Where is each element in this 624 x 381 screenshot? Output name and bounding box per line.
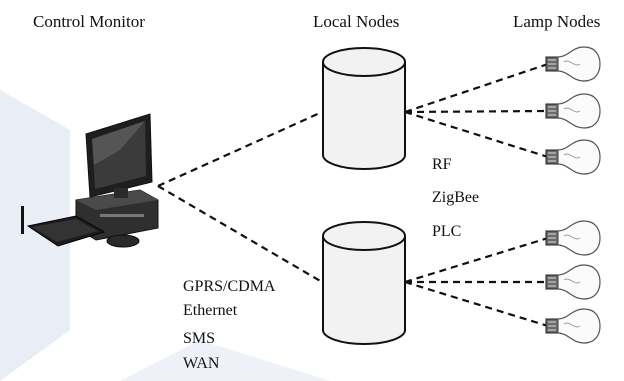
link-node2-lamp1: [404, 236, 549, 284]
cylinder-node-icon: [322, 221, 406, 345]
protocol-plc: PLC: [432, 223, 462, 240]
link-node1-lamp1: [404, 62, 549, 114]
local-nodes-header: Local Nodes: [313, 12, 400, 31]
protocol-rf: RF: [432, 156, 452, 173]
light-bulb-icon: [545, 139, 601, 175]
link-monitor-to-node-2: [157, 185, 323, 283]
link-node2-lamp3: [404, 280, 549, 328]
background-shape-bottom: [120, 340, 330, 381]
lamp-nodes-header: Lamp Nodes: [513, 12, 601, 31]
link-monitor-to-node-1: [157, 110, 323, 188]
link-node1-lamp3: [404, 110, 549, 159]
light-bulb-icon: [545, 46, 601, 82]
lamp-links: [404, 62, 549, 328]
light-bulb-icon: [545, 220, 601, 256]
backhaul-links: [157, 110, 323, 283]
background-shape-left: [0, 90, 70, 381]
protocol-wan: WAN: [183, 355, 220, 372]
protocol-zigbee: ZigBee: [432, 189, 480, 206]
cylinder-node-icon: [322, 47, 406, 170]
local-node-2: [322, 221, 406, 345]
light-bulb-icon: [545, 264, 601, 300]
light-bulb-icon: [545, 308, 601, 344]
protocol-sms: SMS: [183, 330, 216, 347]
desktop-computer-icon: [21, 113, 159, 248]
protocol-gprs-cdma: GPRS/CDMA: [183, 278, 276, 295]
link-node1-lamp2: [404, 109, 549, 114]
protocol-ethernet: Ethernet: [183, 302, 238, 319]
light-bulb-icon: [545, 93, 601, 129]
local-node-1: [322, 47, 406, 170]
control-monitor-header: Control Monitor: [33, 12, 145, 31]
lamp-nodes: [545, 46, 601, 344]
